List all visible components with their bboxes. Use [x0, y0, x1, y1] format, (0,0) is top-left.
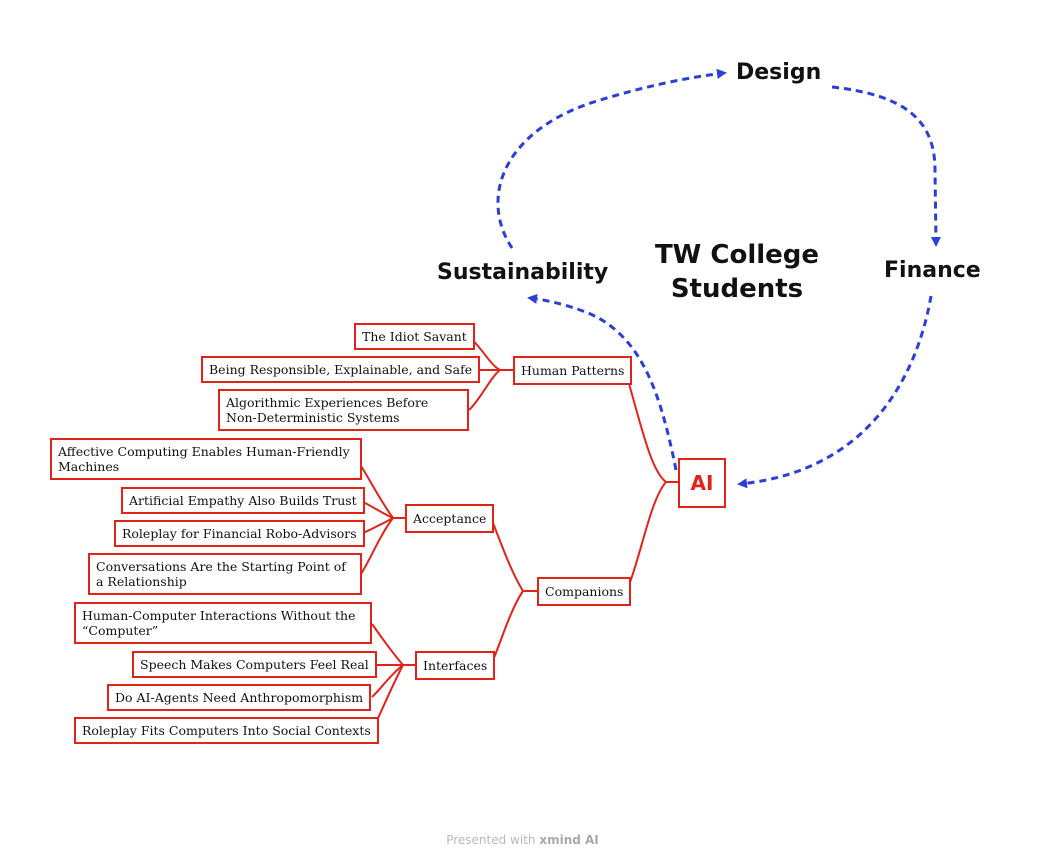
- arrow-design-to-finance: [831, 85, 941, 247]
- arrow-sustainability-to-design: [496, 68, 727, 249]
- leaf-ai-agents-anthropomorphism[interactable]: Do AI-Agents Need Anthropomorphism: [107, 684, 372, 711]
- branch-human-patterns[interactable]: Human Patterns: [513, 356, 633, 385]
- root-node-ai[interactable]: AI: [678, 458, 726, 508]
- connector-ai-companions: [626, 481, 678, 591]
- arrow-ai-to-sustainability: [527, 293, 678, 471]
- branch-acceptance[interactable]: Acceptance: [405, 504, 495, 533]
- connector-int-1: [371, 623, 415, 666]
- connector-acc-1: [360, 465, 405, 519]
- leaf-conversations-relationship[interactable]: Conversations Are the Starting Point of …: [88, 553, 362, 595]
- central-title[interactable]: TW College Students: [654, 240, 820, 304]
- arrow-finance-to-ai: [737, 295, 933, 489]
- leaf-artificial-empathy[interactable]: Artificial Empathy Also Builds Trust: [121, 487, 365, 514]
- leaf-responsible-explainable-safe[interactable]: Being Responsible, Explainable, and Safe: [201, 356, 481, 383]
- leaf-idiot-savant[interactable]: The Idiot Savant: [354, 323, 475, 350]
- leaf-roleplay-robo-advisors[interactable]: Roleplay for Financial Robo-Advisors: [114, 520, 365, 547]
- connector-hp-3: [468, 369, 513, 411]
- connector-ai-human-patterns: [624, 369, 678, 483]
- cycle-design-label[interactable]: Design: [736, 60, 822, 85]
- footer-brand: xmind AI: [539, 833, 599, 847]
- leaf-affective-computing[interactable]: Affective Computing Enables Human-Friend…: [50, 438, 362, 480]
- connector-acc-4: [360, 517, 405, 575]
- leaf-roleplay-social-contexts[interactable]: Roleplay Fits Computers Into Social Cont…: [74, 717, 379, 744]
- branch-companions[interactable]: Companions: [537, 577, 632, 606]
- leaf-algorithmic-experiences[interactable]: Algorithmic Experiences Before Non-Deter…: [218, 389, 469, 431]
- cycle-finance-label[interactable]: Finance: [884, 258, 981, 283]
- cycle-sustainability-label[interactable]: Sustainability: [437, 260, 609, 285]
- connector-comp-interfaces: [490, 590, 537, 666]
- footer-prefix: Presented with: [446, 833, 536, 847]
- branch-interfaces[interactable]: Interfaces: [415, 651, 496, 680]
- connector-int-3: [371, 664, 415, 698]
- footer-credit: Presented with xmind AI: [0, 833, 1045, 847]
- leaf-speech-feel-real[interactable]: Speech Makes Computers Feel Real: [132, 651, 377, 678]
- leaf-hci-without-computer[interactable]: Human-Computer Interactions Without the …: [74, 602, 372, 644]
- connector-comp-acceptance: [490, 517, 537, 592]
